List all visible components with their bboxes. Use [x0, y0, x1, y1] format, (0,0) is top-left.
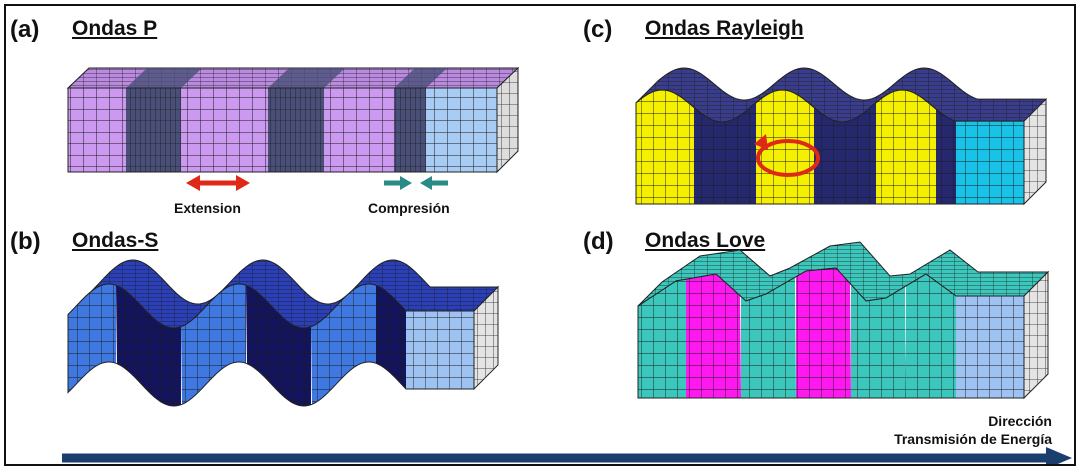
panel-d-letter: (d) [583, 228, 614, 255]
panel-a-letter: (a) [10, 16, 40, 43]
energy-direction-arrowhead [1046, 447, 1072, 464]
panel-a-title: Ondas P [72, 17, 158, 40]
compression-arrows [384, 176, 448, 190]
panel-c-letter: (c) [583, 16, 613, 43]
panel-c-title: Ondas Rayleigh [645, 17, 804, 40]
s-wave-block [67, 259, 500, 407]
figure-frame: (a) Ondas P (b) Ondas-S (c) Ondas Raylei… [4, 4, 1076, 466]
extension-label: Extension [174, 200, 241, 216]
compression-label: Compresión [368, 200, 450, 216]
direction-label: Dirección Transmisión de Energía [806, 412, 1052, 448]
direction-line1: Dirección [988, 413, 1052, 429]
panel-b-title: Ondas-S [72, 229, 159, 252]
seismic-waves-illustration [62, 66, 1072, 464]
p-wave-block [66, 66, 520, 174]
extension-arrow [186, 175, 250, 191]
rayleigh-wave-block [635, 67, 1048, 206]
panel-d-title: Ondas Love [645, 229, 766, 252]
panel-b-letter: (b) [10, 228, 41, 255]
direction-line2: Transmisión de Energía [894, 431, 1052, 447]
love-wave-block [637, 241, 1050, 400]
